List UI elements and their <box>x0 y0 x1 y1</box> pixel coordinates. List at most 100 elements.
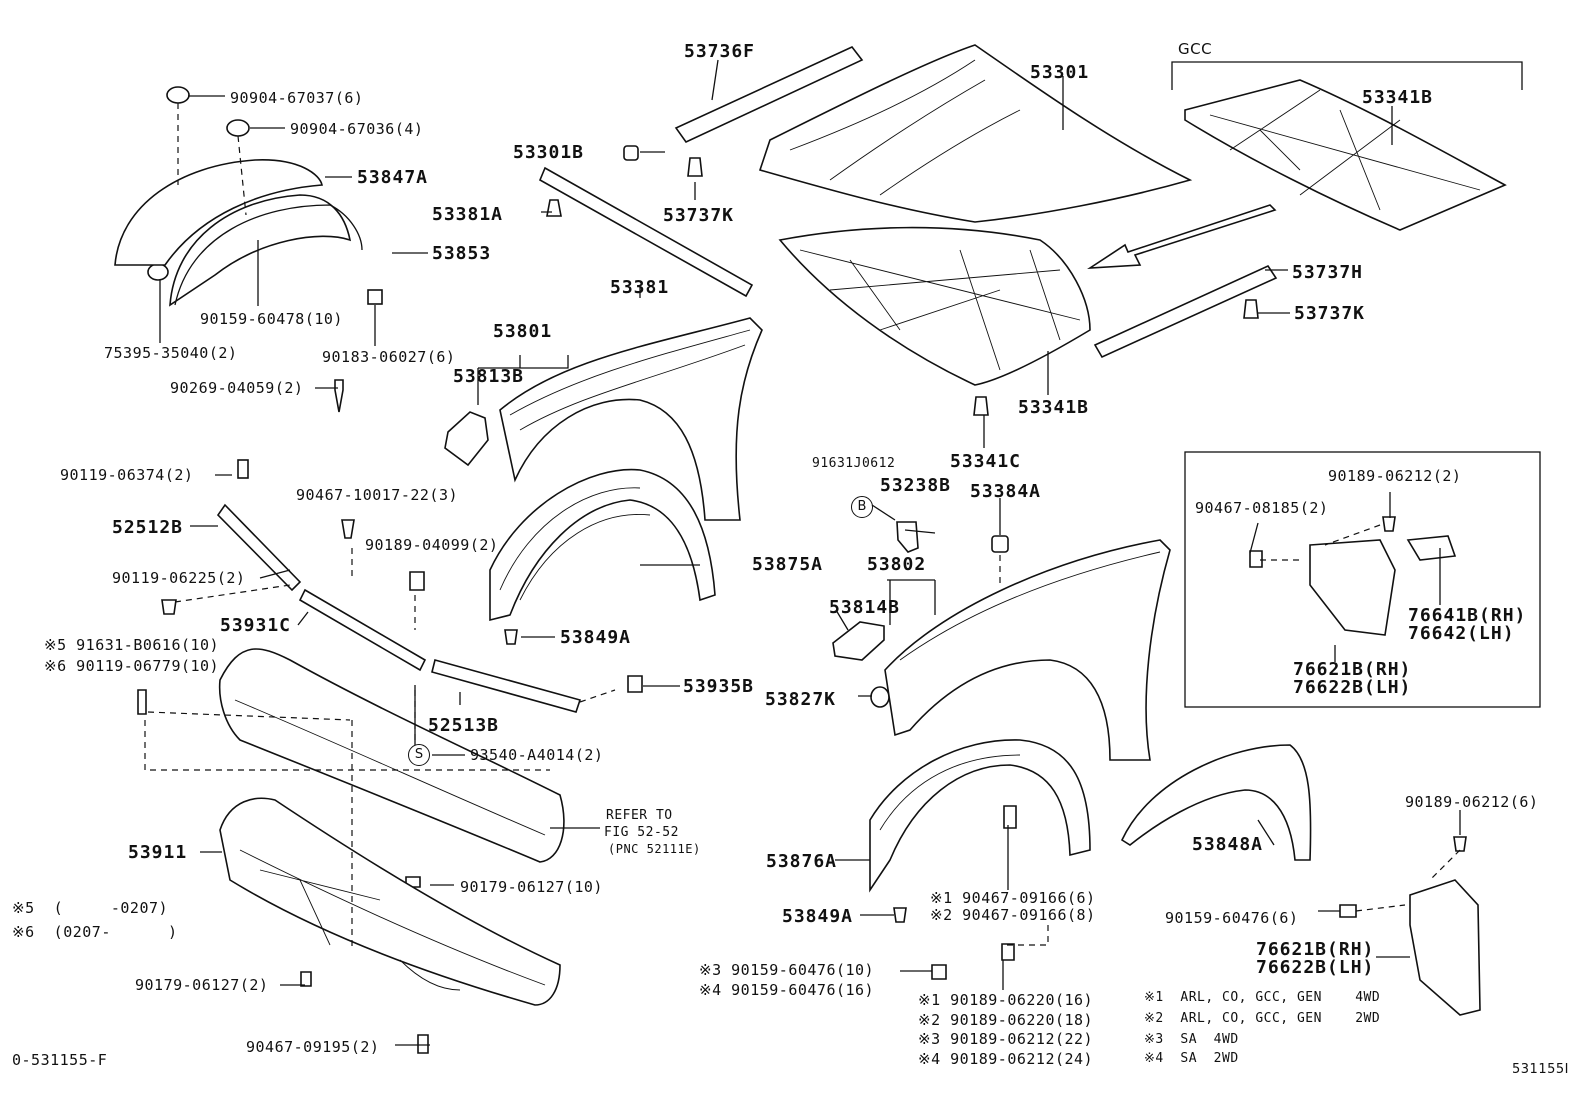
part-53341c: 53341C <box>950 451 1022 472</box>
mudflap-detail-box <box>1184 451 1541 708</box>
part-76621b: 76621B(RH) <box>1256 939 1375 960</box>
part-90467-09166-8: ※2 90467-09166(8) <box>930 906 1096 924</box>
part-53848a: 53848A <box>1192 834 1264 855</box>
part-90467-09195: 90467-09195(2) <box>246 1038 380 1056</box>
footnote-3: ※3 SA 4WD <box>1144 1032 1239 1047</box>
bracket-53814b <box>832 621 885 661</box>
strip-53931c <box>298 588 427 672</box>
part-53301b: 53301B <box>513 142 585 163</box>
part-53814b: 53814B <box>829 597 901 618</box>
part-90189-04099: 90189-04099(2) <box>365 536 499 554</box>
part-53384a: 53384A <box>970 481 1042 502</box>
part-90159-60476-6: 90159-60476(6) <box>1165 909 1299 927</box>
symbol-b: B <box>851 496 873 518</box>
footnote-4: ※4 SA 2WD <box>1144 1051 1239 1066</box>
part-91631-b0616: ※5 91631-B0616(10) <box>44 636 220 654</box>
part-53849a-right: 53849A <box>782 906 854 927</box>
part-53935b: 53935B <box>683 676 755 697</box>
leader-lines <box>144 59 1461 1046</box>
hood-frame-53341b <box>778 226 1091 386</box>
strip-53737h <box>1093 264 1278 359</box>
symbol-s: S <box>408 744 430 766</box>
part-76622b-box: 76622B(LH) <box>1293 677 1412 698</box>
note-5: ※5 ( -0207) <box>12 899 169 917</box>
part-90904-67036: 90904-67036(4) <box>290 120 424 138</box>
bracket-53238b <box>896 521 919 553</box>
part-90159-60476-10: ※3 90159-60476(10) <box>699 961 875 979</box>
note-6: ※6 (0207- ) <box>12 923 178 941</box>
part-90189-06220-18: ※2 90189-06220(18) <box>918 1011 1094 1029</box>
part-90189-06212-24: ※4 90189-06212(24) <box>918 1050 1094 1068</box>
footnote-1: ※1 ARL, CO, GCC, GEN 4WD <box>1144 990 1381 1005</box>
part-53931c: 53931C <box>220 615 292 636</box>
part-53238b: 53238B <box>880 475 952 496</box>
mudflap-76621b <box>1409 879 1481 1016</box>
refer-pnc: (PNC 52111E) <box>608 842 701 856</box>
fender-flare-53847a <box>114 159 363 307</box>
part-53381a: 53381A <box>432 204 504 225</box>
bracket-53813b <box>444 411 489 467</box>
page-code: 531155I <box>1512 1062 1569 1077</box>
part-90904-67037: 90904-67037(6) <box>230 89 364 107</box>
part-90269-04059: 90269-04059(2) <box>170 379 304 397</box>
part-53849a-left: 53849A <box>560 627 632 648</box>
part-53737h: 53737H <box>1292 262 1364 283</box>
part-90189-06212-6: 90189-06212(6) <box>1405 793 1539 811</box>
refer-to: REFER TO <box>606 808 673 823</box>
fender-53802 <box>884 539 1171 761</box>
part-90179-06127-10: 90179-06127(10) <box>460 878 603 896</box>
part-53847a: 53847A <box>357 167 429 188</box>
liner-53875a <box>489 468 716 622</box>
part-90467-09166-6: ※1 90467-09166(6) <box>930 889 1096 907</box>
part-53301: 53301 <box>1030 62 1090 83</box>
fender-53801 <box>499 317 763 521</box>
part-90189-06212-2: 90189-06212(2) <box>1328 467 1462 485</box>
footnote-2: ※2 ARL, CO, GCC, GEN 2WD <box>1144 1011 1381 1026</box>
gcc-bracket <box>1171 61 1523 90</box>
part-91631j0612: 91631J0612 <box>812 456 896 471</box>
part-52513b: 52513B <box>428 715 500 736</box>
part-90467-10017-22: 90467-10017-22(3) <box>296 486 459 504</box>
part-93540-a4014: 93540-A4014(2) <box>470 746 604 764</box>
bumper <box>218 648 565 863</box>
part-53827k: 53827K <box>765 689 837 710</box>
part-53911: 53911 <box>128 842 188 863</box>
liner-53876a <box>869 739 1091 893</box>
part-90189-06212-22: ※3 90189-06212(22) <box>918 1030 1094 1048</box>
gcc-pad-53341b <box>1184 79 1507 231</box>
part-53801: 53801 <box>493 321 553 342</box>
part-90159-60476-16: ※4 90159-60476(16) <box>699 981 875 999</box>
direction-arrow <box>1087 204 1277 269</box>
gcc-label: GCC <box>1178 40 1213 58</box>
part-53802: 53802 <box>867 554 927 575</box>
strip-53381 <box>538 166 754 298</box>
part-53341b: 53341B <box>1018 397 1090 418</box>
part-53737k-right: 53737K <box>1294 303 1366 324</box>
part-90119-06225: 90119-06225(2) <box>112 569 246 587</box>
part-53876a: 53876A <box>766 851 838 872</box>
part-75395-35040: 75395-35040(2) <box>104 344 238 362</box>
part-90179-06127-2: 90179-06127(2) <box>135 976 269 994</box>
part-76641b: 76641B(RH) <box>1408 605 1527 626</box>
part-53381: 53381 <box>610 277 670 298</box>
part-76622b: 76622B(LH) <box>1256 957 1375 978</box>
part-53813b: 53813B <box>453 366 525 387</box>
refer-fig: FIG 52-52 <box>604 825 679 840</box>
part-53736f: 53736F <box>684 41 756 62</box>
clips <box>137 86 1467 1054</box>
mudguard-76621b <box>1309 535 1457 636</box>
bar-52512b <box>216 503 302 592</box>
part-52512b: 52512B <box>112 517 184 538</box>
hood-53301 <box>758 44 1193 223</box>
part-76642: 76642(LH) <box>1408 623 1515 644</box>
part-90159-60478: 90159-60478(10) <box>200 310 343 328</box>
part-90183-06027: 90183-06027(6) <box>322 348 456 366</box>
flare-53848a <box>1120 744 1312 861</box>
part-53341b-gcc: 53341B <box>1362 87 1434 108</box>
part-53853: 53853 <box>432 243 492 264</box>
part-53875a: 53875A <box>752 554 824 575</box>
part-90189-06220-16: ※1 90189-06220(16) <box>918 991 1094 1009</box>
diagram-code: 0-531155-F <box>12 1051 108 1069</box>
part-90119-06374: 90119-06374(2) <box>60 466 194 484</box>
